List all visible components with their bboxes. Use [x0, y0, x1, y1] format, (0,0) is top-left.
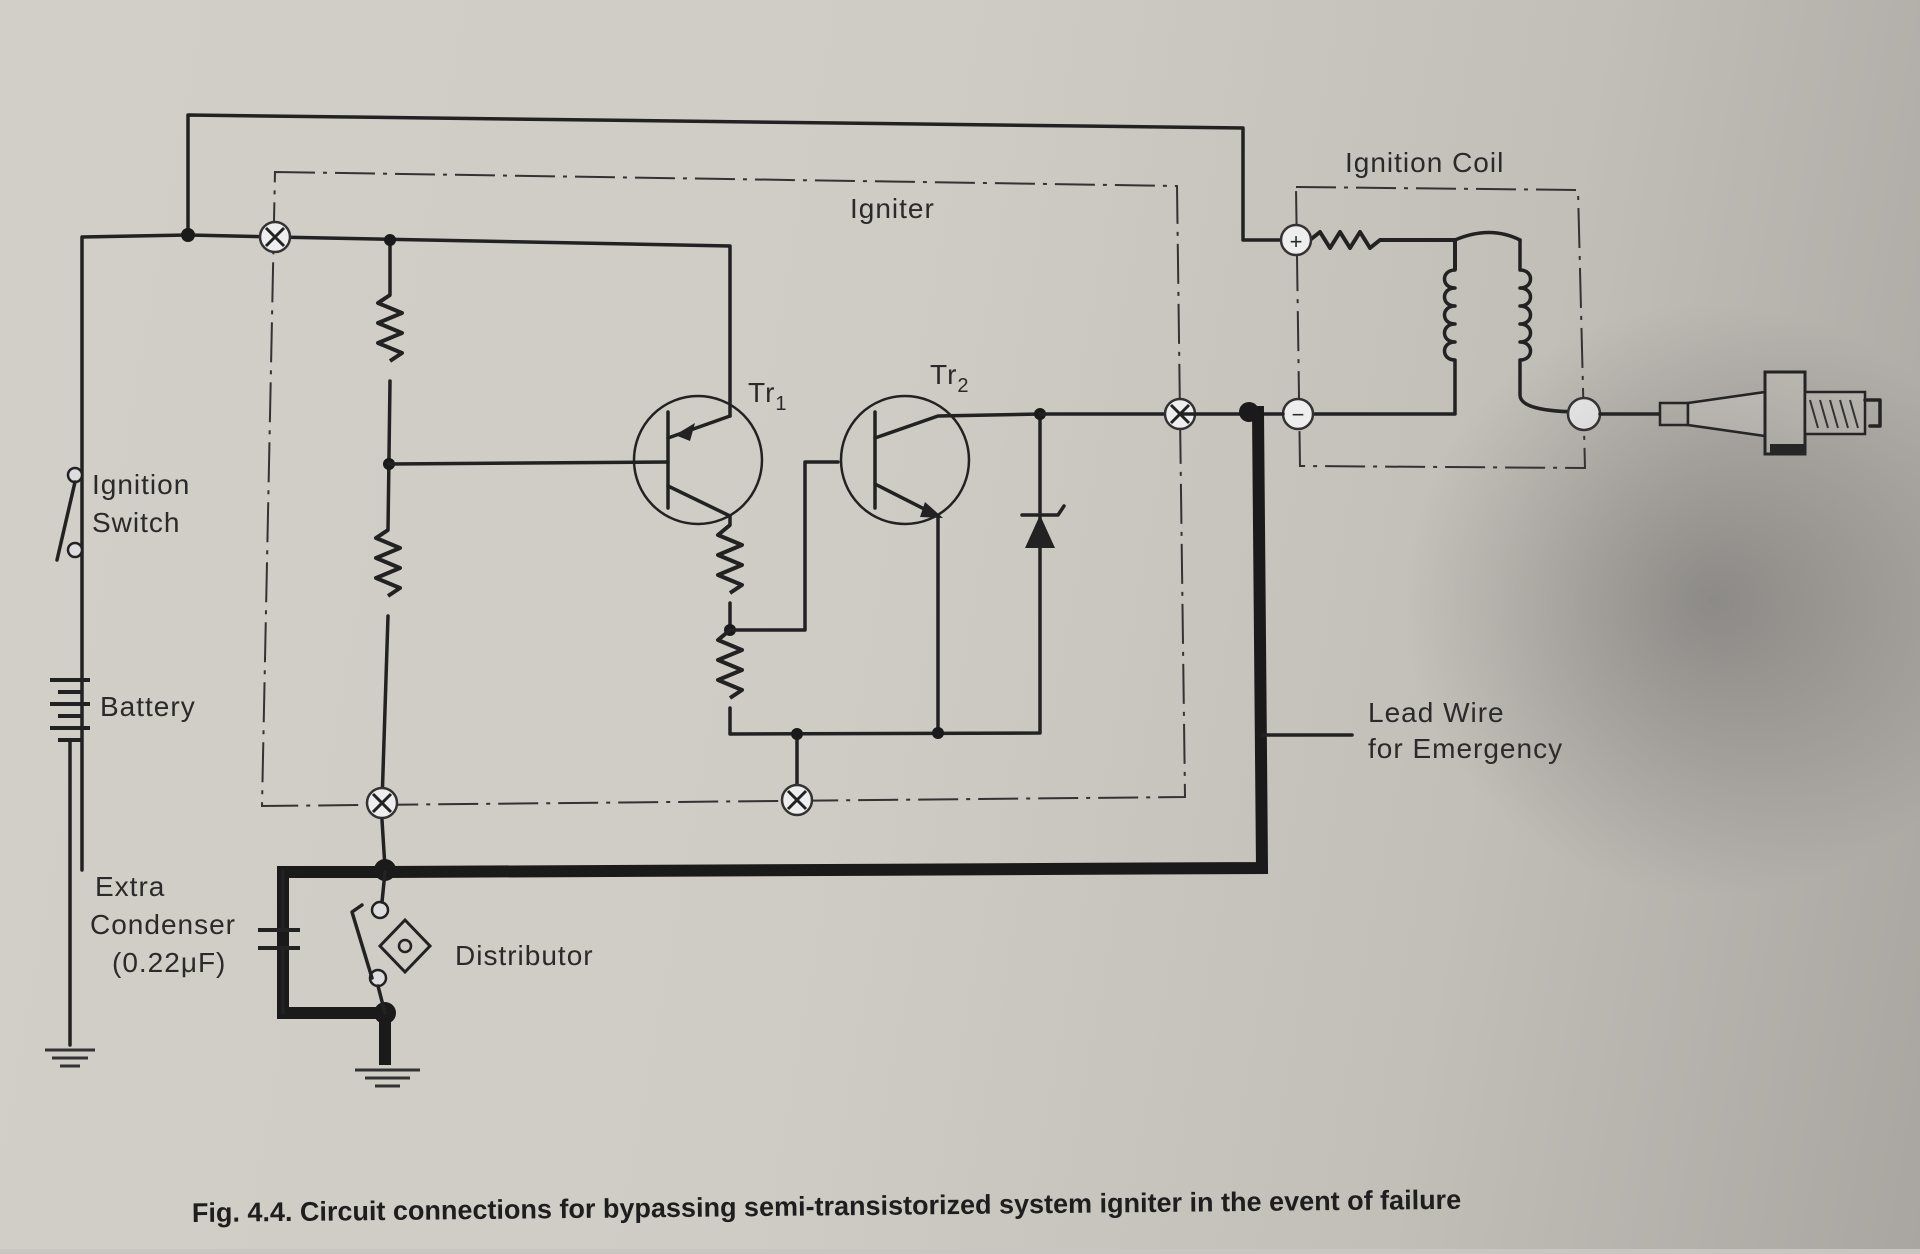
- label-ignition-coil: Ignition Coil: [1345, 147, 1504, 178]
- junction-lead-coil: [1239, 402, 1259, 422]
- igniter-bottom-rail: [728, 412, 1042, 736]
- label-ignition-switch-line1: Ignition: [92, 469, 190, 500]
- label-battery: Battery: [100, 691, 196, 722]
- igniter-terminal-supply: [258, 220, 292, 254]
- battery: [50, 678, 90, 742]
- figure-caption: Fig. 4.4. Circuit connections for bypass…: [192, 1185, 1462, 1228]
- ignition-coil-box: [1294, 185, 1587, 470]
- transistor-tr1: [632, 394, 764, 527]
- zener-diode: [1020, 504, 1066, 548]
- battery-ground-symbol: [45, 1048, 95, 1068]
- shadow: [1400, 300, 1920, 900]
- label-tr1: Tr1: [748, 377, 788, 415]
- divider-wire-mid: [386, 379, 392, 532]
- igniter-box: [260, 170, 1187, 808]
- distributor-ground-symbol: [355, 1068, 420, 1088]
- igniter-terminal-divider: [365, 786, 399, 820]
- resistor-r1: [376, 293, 404, 363]
- label-distributor: Distributor: [455, 940, 594, 971]
- junction-tr2-emitter: [932, 727, 944, 739]
- label-extra-condenser-line3: (0.22μF): [112, 947, 226, 978]
- label-ignition-switch-line2: Switch: [92, 507, 180, 538]
- label-lead-wire-line1: Lead Wire: [1368, 697, 1505, 728]
- label-igniter: Igniter: [850, 193, 935, 224]
- igniter-terminal-ground: [780, 783, 814, 817]
- divider-wire-bottom: [380, 614, 390, 805]
- junction-r1-top: [384, 234, 396, 246]
- igniter-top-rail: [273, 235, 732, 418]
- main-supply-wire: [80, 113, 1295, 872]
- coil-plus-sign: +: [1290, 229, 1303, 254]
- junction-bottom: [791, 728, 803, 740]
- tr2-base-wire: [728, 460, 840, 632]
- emergency-lead-wire: [277, 406, 1269, 1065]
- coil-plus-terminal: [1279, 223, 1313, 257]
- tr1-base-wire: [387, 460, 670, 466]
- ignition-coil: [1308, 230, 1586, 416]
- junction-top: [181, 228, 195, 242]
- spark-plug: [1598, 370, 1882, 456]
- resistor-r4: [716, 628, 744, 700]
- junction-distributor-top: [374, 859, 396, 881]
- label-lead-wire-line2: for Emergency: [1368, 733, 1563, 764]
- distributor-points: [350, 870, 433, 1015]
- label-tr2: Tr2: [930, 359, 970, 397]
- label-extra-condenser-line2: Condenser: [90, 909, 236, 940]
- ignition-switch: [55, 466, 84, 562]
- transistor-tr2: [839, 394, 1042, 526]
- label-extra-condenser-line1: Extra: [95, 871, 165, 902]
- resistor-r3: [716, 523, 744, 595]
- coil-minus-sign: −: [1292, 402, 1305, 427]
- extra-condenser: [258, 870, 300, 1015]
- resistor-r2: [374, 528, 402, 598]
